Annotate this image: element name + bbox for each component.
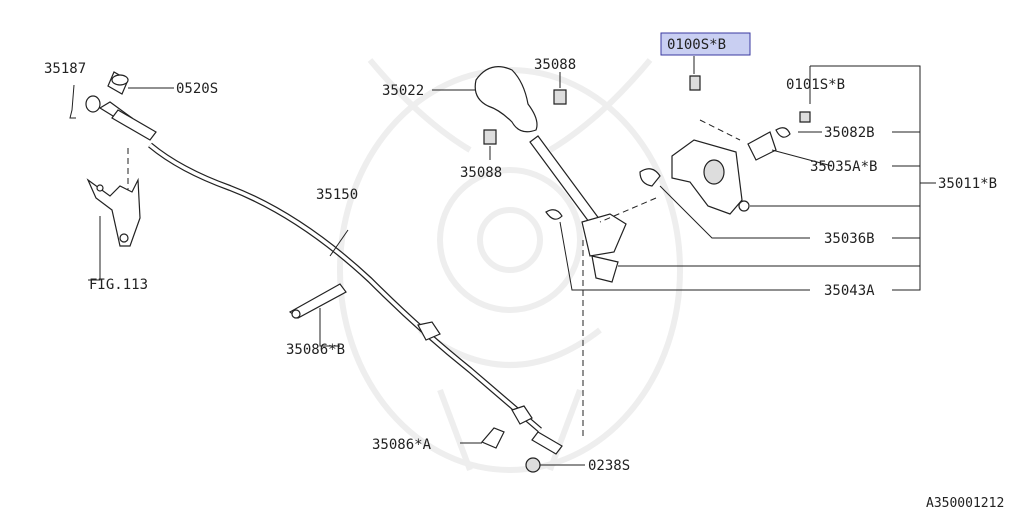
svg-text:FIG.113: FIG.113	[89, 277, 148, 293]
svg-text:35088: 35088	[534, 57, 576, 73]
label-35082b[interactable]: 35082B	[824, 125, 875, 141]
label-35088-bottom[interactable]: 35088	[460, 165, 502, 181]
diagram-id: A350001212	[926, 496, 1004, 511]
label-35086a[interactable]: 35086*A	[372, 437, 432, 453]
label-fig113[interactable]: FIG.113	[89, 277, 148, 293]
svg-text:35036B: 35036B	[824, 231, 875, 247]
label-35088-top[interactable]: 35088	[534, 57, 576, 73]
label-35036b[interactable]: 35036B	[824, 231, 875, 247]
svg-text:35043A: 35043A	[824, 283, 875, 299]
label-35022[interactable]: 35022	[382, 83, 424, 99]
svg-text:0520S: 0520S	[176, 81, 218, 97]
svg-text:35086*B: 35086*B	[286, 342, 345, 358]
svg-text:0101S*B: 0101S*B	[786, 77, 845, 93]
label-35086b[interactable]: 35086*B	[286, 342, 345, 358]
label-0520s[interactable]: 0520S	[176, 81, 218, 97]
label-0238s[interactable]: 0238S	[588, 458, 630, 474]
clip-35086b	[288, 283, 347, 347]
svg-text:35082B: 35082B	[824, 125, 875, 141]
svg-text:0238S: 0238S	[588, 458, 630, 474]
svg-text:35088: 35088	[460, 165, 502, 181]
label-0101sb[interactable]: 0101S*B	[786, 77, 845, 93]
svg-text:35022: 35022	[382, 83, 424, 99]
label-35011b[interactable]: 35011*B	[938, 176, 997, 192]
shift-cable	[148, 142, 563, 455]
svg-text:35150: 35150	[316, 187, 358, 203]
clip-35086a	[460, 427, 505, 449]
svg-text:35035A*B: 35035A*B	[810, 159, 877, 175]
shift-lever	[432, 66, 627, 283]
label-35150[interactable]: 35150	[316, 187, 358, 203]
bracket-fig113	[86, 148, 141, 281]
svg-text:35011*B: 35011*B	[938, 176, 997, 192]
label-35035ab[interactable]: 35035A*B	[810, 159, 877, 175]
label-35043a[interactable]: 35043A	[824, 283, 875, 299]
label-35187[interactable]: 35187	[44, 61, 86, 77]
watermark-emblem	[337, 58, 683, 473]
svg-text:0100S*B: 0100S*B	[667, 37, 726, 53]
svg-text:35187: 35187	[44, 61, 86, 77]
group-bracket-35011b	[809, 65, 936, 291]
label-0100sb[interactable]: 0100S*B	[660, 32, 751, 56]
svg-text:35086*A: 35086*A	[372, 437, 432, 453]
lever-housing	[545, 56, 920, 291]
cable-end-left	[69, 71, 174, 141]
bolt-0238s	[525, 240, 585, 473]
